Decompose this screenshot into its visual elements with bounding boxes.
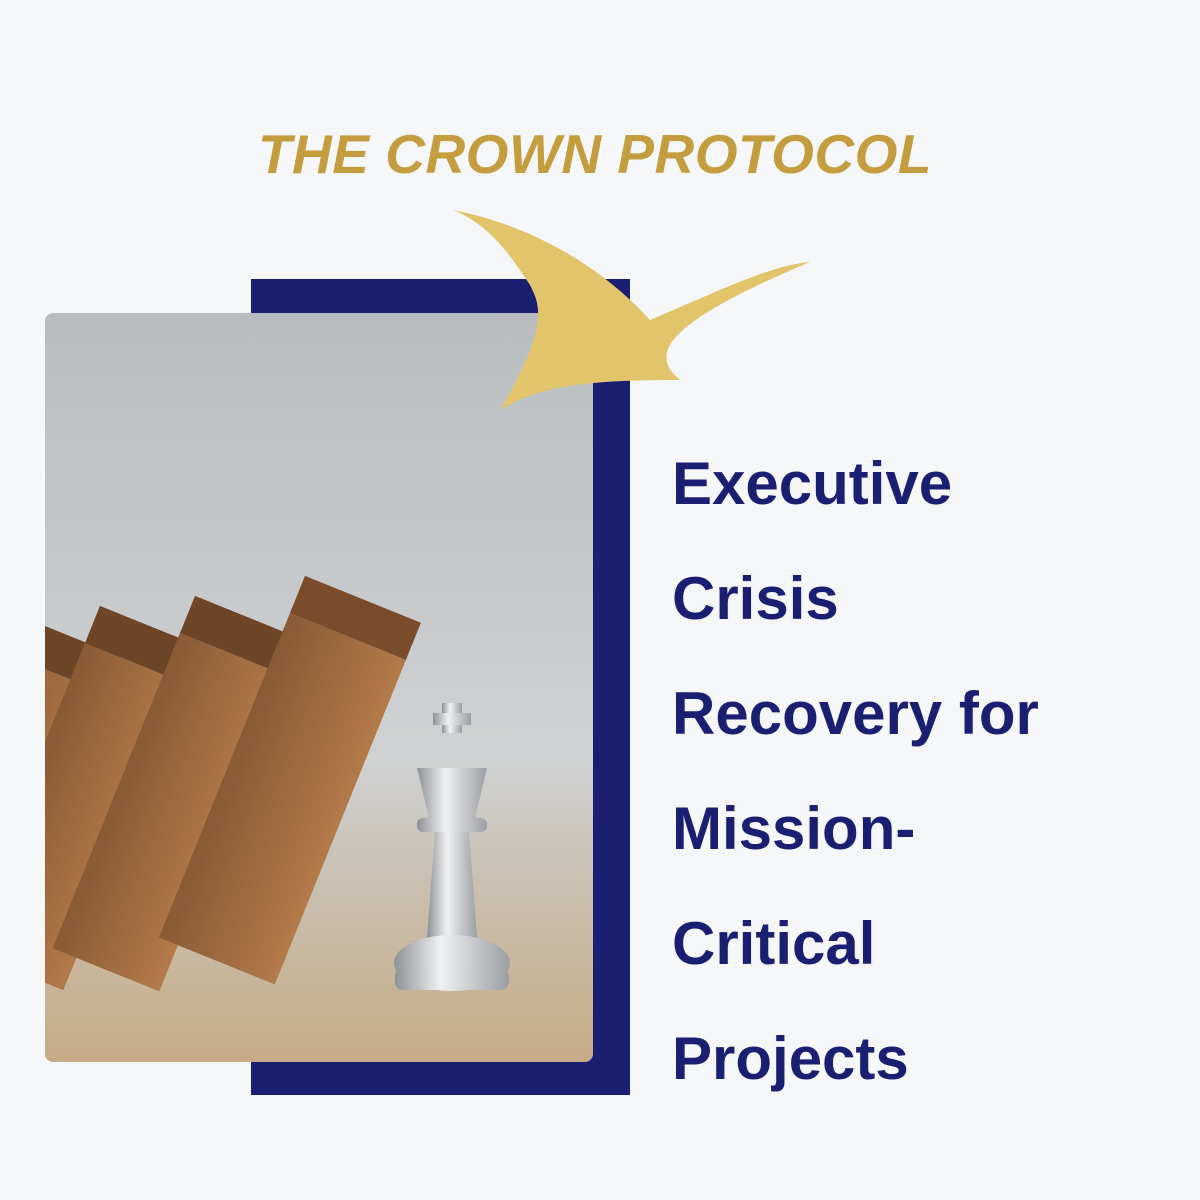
headline-line: Critical [672,910,876,977]
headline: Executive Crisis Recovery for Mission- C… [672,448,1039,1138]
headline-line: Executive [672,450,953,517]
headline-line: Projects [672,1025,909,1092]
gold-brush-stroke-icon [453,210,810,410]
headline-line: Crisis [672,565,839,632]
headline-line: Recovery for [672,680,1039,747]
dominoes-chess-king-photo [45,313,593,1062]
brand-title: THE CROWN PROTOCOL [257,123,933,185]
headline-line: Mission- [672,795,916,862]
